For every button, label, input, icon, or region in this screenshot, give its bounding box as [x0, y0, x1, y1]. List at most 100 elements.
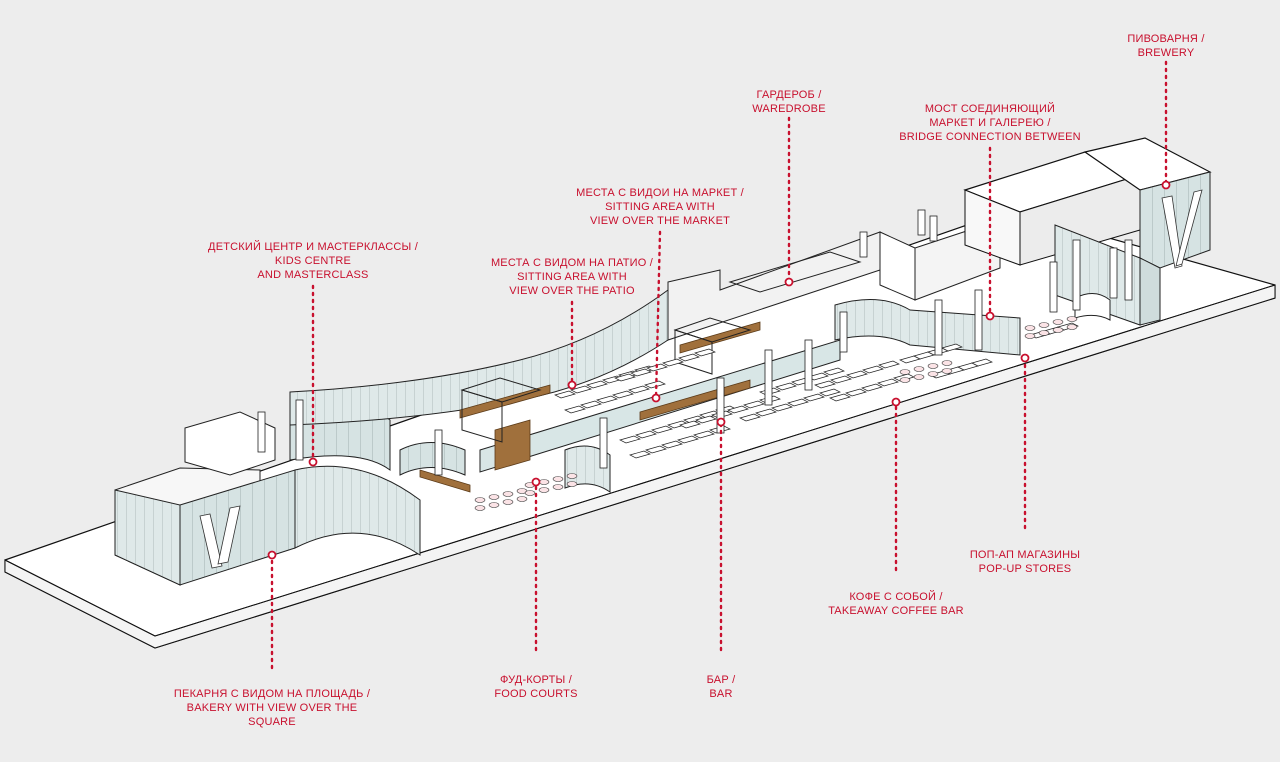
column: [764, 349, 773, 406]
table: [861, 383, 883, 392]
table: [678, 353, 700, 362]
round-table: [1066, 324, 1078, 330]
table: [814, 380, 836, 389]
round-table: [474, 497, 486, 503]
columns: [257, 209, 1133, 476]
table: [694, 348, 716, 357]
table: [941, 343, 963, 352]
leader-marker: [308, 457, 318, 467]
table: [743, 400, 765, 409]
round-table: [566, 473, 578, 479]
table: [971, 358, 993, 367]
table: [830, 375, 852, 384]
column: [1072, 239, 1081, 311]
table: [554, 390, 576, 399]
column: [1124, 239, 1133, 301]
column: [839, 311, 848, 353]
column: [917, 209, 926, 236]
round-table: [899, 377, 911, 383]
column: [929, 215, 938, 242]
leader-marker: [651, 393, 661, 403]
table: [771, 403, 793, 412]
column: [295, 399, 304, 461]
table: [695, 415, 717, 424]
table: [635, 430, 657, 439]
leader-marker: [1161, 180, 1171, 190]
round-table: [1052, 319, 1064, 325]
table: [775, 382, 797, 391]
round-table: [488, 494, 500, 500]
leader-marker: [531, 477, 541, 487]
table: [677, 435, 699, 444]
table: [644, 380, 666, 389]
column: [859, 231, 868, 258]
round-table: [899, 369, 911, 375]
leader-marker: [267, 550, 277, 560]
round-table: [1024, 325, 1036, 331]
round-table: [538, 479, 550, 485]
table: [845, 388, 867, 397]
kiosks: [460, 251, 862, 443]
rear-volumes: [667, 137, 1212, 341]
table: [693, 430, 715, 439]
table: [727, 405, 749, 414]
column: [974, 289, 983, 351]
round-table: [927, 371, 939, 377]
table: [564, 405, 586, 414]
round-table: [524, 490, 536, 496]
table: [580, 400, 602, 409]
table: [819, 388, 841, 397]
table: [755, 408, 777, 417]
round-table: [913, 366, 925, 372]
round-table: [941, 368, 953, 374]
label-food: ФУД-КОРТЫ /FOOD COURTS: [494, 674, 578, 700]
table: [614, 373, 636, 382]
leader-marker: [985, 311, 995, 321]
leader-marker: [567, 380, 577, 390]
table: [612, 390, 634, 399]
leader-marker: [891, 397, 901, 407]
table: [596, 395, 618, 404]
table: [628, 385, 650, 394]
round-table: [488, 502, 500, 508]
table: [787, 398, 809, 407]
table: [846, 370, 868, 379]
leader-marker: [716, 417, 726, 427]
round-table: [502, 499, 514, 505]
label-bakery: ПЕКАРНЯ С ВИДОМ НА ПЛОЩАДЬ /BAKERY WITH …: [173, 688, 371, 728]
table: [586, 380, 608, 389]
table: [570, 385, 592, 394]
column: [599, 417, 608, 469]
round-table: [913, 374, 925, 380]
round-table: [538, 487, 550, 493]
column: [934, 299, 943, 356]
column: [257, 411, 266, 453]
table: [829, 393, 851, 402]
leader-line: [654, 230, 662, 400]
table: [630, 368, 652, 377]
label-waredrobe: ГАРДЕРОБ /WAREDROBE: [752, 89, 826, 115]
table: [619, 435, 641, 444]
round-table: [1038, 330, 1050, 336]
round-table: [1038, 322, 1050, 328]
table: [823, 367, 845, 376]
round-table: [516, 496, 528, 502]
table: [862, 365, 884, 374]
column: [1109, 247, 1118, 299]
table: [877, 378, 899, 387]
round-table: [1024, 333, 1036, 339]
leader-marker: [784, 277, 794, 287]
column: [434, 429, 443, 476]
table: [661, 440, 683, 449]
column: [1049, 261, 1058, 313]
round-table: [552, 484, 564, 490]
label-patio-view: МЕСТА С ВИДОМ НА ПАТИО /SITTING AREA WIT…: [490, 257, 654, 297]
round-table: [1052, 327, 1064, 333]
round-table: [1066, 316, 1078, 322]
column: [804, 339, 813, 391]
round-table: [552, 476, 564, 482]
label-brewery: ПИВОВАРНЯ /BREWERY: [1127, 33, 1205, 59]
